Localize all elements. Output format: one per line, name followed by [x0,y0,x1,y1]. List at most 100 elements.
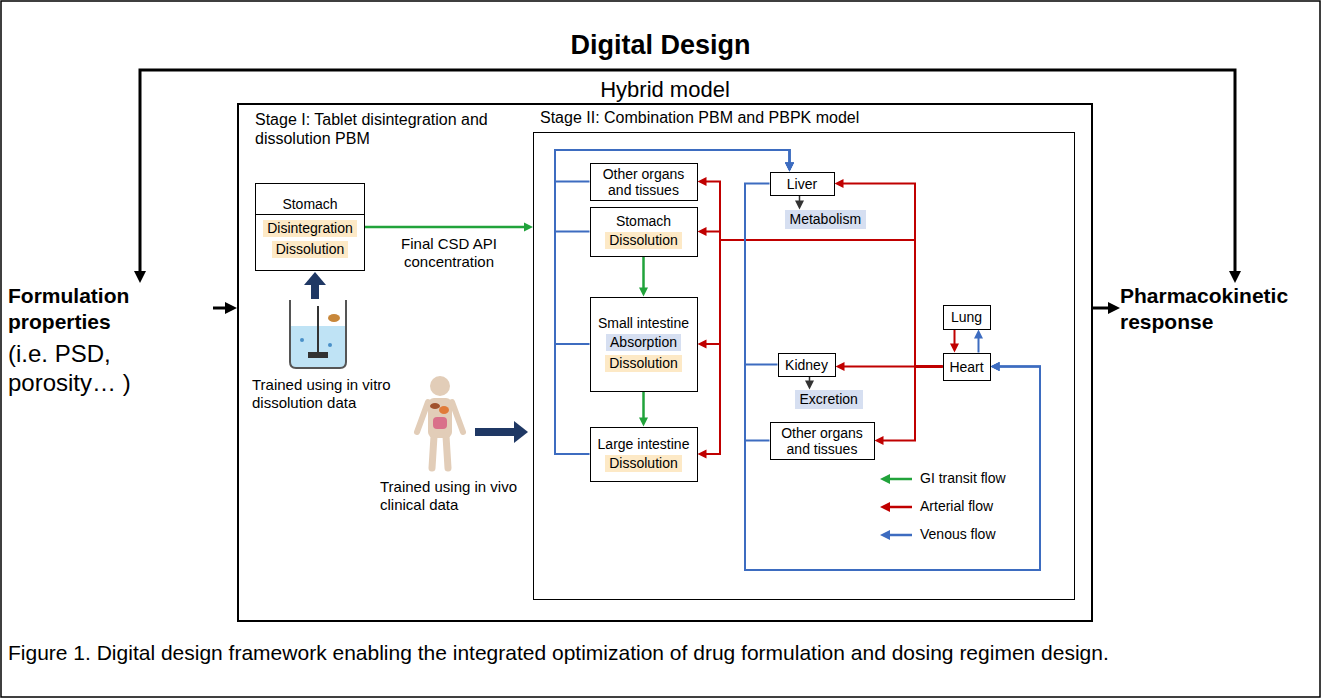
node-text: Dissolution [609,355,677,372]
arrow-head [514,421,528,443]
dissolution-band: Dissolution [605,232,681,249]
organ-box: Liver [770,172,835,196]
arrow-head [991,362,1000,371]
legend-text: Venous flow [920,526,996,543]
connector [745,362,1040,570]
arrow-head [875,436,884,445]
arrow-head [991,362,1000,371]
arrow-head [974,330,983,339]
arrow-shaft [475,428,516,436]
tablet-pill [328,314,340,322]
human-stomach [439,406,449,414]
human-intestine [433,417,447,429]
stomach-box: StomachDisintegrationDissolution [255,183,365,271]
arrow-head [835,179,844,188]
connector-line [745,365,1040,571]
arrow-head [698,340,707,349]
legend-arrow-head [880,474,890,484]
human-torso [428,398,452,438]
arrow-head [785,163,794,172]
annotation-label: Trained using in vivo clinical data [380,478,540,514]
legend-arrow-head [880,502,890,512]
connector [698,177,943,367]
connector-line [642,257,645,290]
connector-line [1093,307,1110,310]
node-text: Dissolution [609,455,677,472]
node-text: Stomach [256,196,364,215]
human-arm [417,402,428,432]
connector-line [745,367,1040,571]
node-text: Formulation properties [8,283,148,335]
paddle-blade [308,352,328,358]
human-leg [432,436,434,468]
hybrid-model-frame: Hybrid modelStomachDisintegrationDissolu… [237,103,1093,622]
arrow-head [1108,302,1120,314]
node-text: Large intestine [594,436,694,452]
organ-box: Kidney [778,353,836,377]
arrow-head [639,288,648,297]
arrow-head [698,177,707,186]
dissolution-band: Dissolution [605,455,681,472]
arrow-head [795,201,804,210]
legend-text: GI transit flow [920,470,1006,487]
connector [213,302,237,314]
annotation-label: Stage I: Tablet disintegration and disso… [255,110,530,148]
node-text: Hybrid model [239,77,1091,103]
legend-arrow-head [880,530,890,540]
node-text: Liver [774,176,831,192]
arrow-head [304,272,326,285]
human-leg [446,436,448,468]
annotation-label: Trained using in vitro dissolution data [252,376,422,412]
connector [1093,302,1120,314]
arrow-shaft [311,283,319,299]
output-label: Pharmacokinetic response [1120,283,1316,335]
arrow-head [524,223,533,232]
arrow-head [225,302,237,314]
connector-line [745,184,1040,571]
connector [555,150,794,454]
connector-line [705,232,943,367]
training-arrow [304,272,326,299]
legend-samples [880,474,912,540]
beaker-outline [290,300,346,368]
human-liver [430,403,440,409]
arrow-head [134,271,146,283]
legend-arrow-line [888,534,912,537]
organ-box: Large intestineDissolution [590,427,698,482]
connector [745,184,1040,571]
absorption-band: Absorption [606,334,681,351]
arrow-head [836,362,845,371]
connector [795,196,804,210]
input-label: Formulation properties(i.e. PSD, porosit… [8,283,213,397]
connector [639,257,648,297]
connector [835,179,943,367]
connector-line [705,182,943,367]
node-text: (i.e. PSD, porosity… ) [8,339,138,397]
arrow-head [698,450,707,459]
figure-caption: Figure 1. Digital design framework enabl… [8,640,1313,665]
arrow-head [785,163,794,172]
connector-line [954,330,956,346]
connector [639,392,648,427]
node-text: Lung [947,309,987,325]
node-text: Pharmacokinetic response [1120,283,1316,335]
diagram-title: Digital Design [0,30,1321,61]
node-text: Other organs and tissues [594,166,694,198]
arrow-head [639,418,648,427]
arrow-head [950,344,959,353]
edge-label: Final CSD API concentration [384,235,514,271]
organ-box: Small intestineAbsorptionDissolution [590,297,698,392]
connector-line [642,392,645,420]
connector [875,367,943,446]
connector [698,227,943,367]
node-text: Small intestine [594,315,694,331]
arrow-head [805,381,814,390]
organ-box: Heart [943,353,991,381]
legend-text: Arterial flow [920,498,993,515]
node-text: Dissolution [276,241,344,258]
arrow-head [785,163,794,172]
particle [328,343,332,347]
organ-box: Other organs and tissues [770,422,875,460]
human-head [430,376,450,396]
